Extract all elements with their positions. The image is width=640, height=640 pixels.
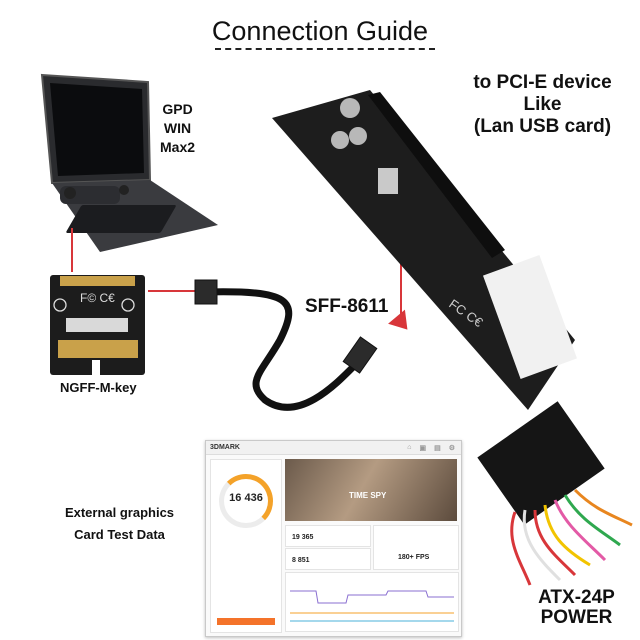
title-underline	[215, 48, 435, 50]
test-data-label: External graphics Card Test Data	[52, 502, 187, 546]
fps-estimate: 180+ FPS	[398, 554, 430, 561]
atx-power-cable-image	[477, 401, 633, 586]
pcie-label-line1: to PCI-E device	[473, 72, 612, 93]
svg-text:F© C€: F© C€	[80, 291, 115, 305]
laptop-label: GPD WIN Max2	[160, 100, 195, 157]
stats-icon: ▤	[434, 444, 441, 452]
laptop-to-adapter-line	[71, 228, 73, 272]
laptop-label-line3: Max2	[160, 139, 196, 155]
laptop-image	[40, 73, 218, 252]
benchmark-titlebar: 3DMARK ⌂ ▣ ▤ ⚙	[206, 441, 461, 455]
cable-label: SFF-8611	[305, 296, 389, 317]
power-label-line2: POWER	[540, 607, 613, 628]
power-label: ATX-24P POWER	[514, 588, 639, 628]
sff-arrow-icon	[388, 309, 408, 330]
benchmark-app-name: 3DMARK	[210, 444, 240, 451]
test-data-label-line2: Card Test Data	[74, 527, 165, 542]
benchmark-nav: ⌂ ▣ ▤ ⚙	[407, 444, 461, 452]
test-icon: ▣	[419, 444, 427, 452]
laptop-label-line1: GPD	[162, 101, 193, 117]
sff8611-cable-image	[194, 279, 378, 411]
score-gauge	[219, 474, 273, 528]
adapter-to-cable-line	[148, 290, 203, 292]
overall-score: 16 436	[229, 492, 263, 504]
pcie-label-line3: (Lan USB card)	[473, 116, 612, 137]
pcie-board-image: FC C€	[272, 90, 578, 410]
adapter-label: NGFF-M-key	[60, 380, 137, 395]
power-label-line1: ATX-24P	[538, 587, 615, 608]
graphics-score: 19 365	[292, 534, 314, 541]
test-data-label-line1: External graphics	[64, 505, 175, 520]
fps-cell: 180+ FPS	[373, 525, 459, 570]
banner-title: TIME SPY	[349, 491, 387, 500]
pcie-label-line2: Like	[523, 94, 562, 115]
settings-icon: ⚙	[448, 444, 455, 452]
ngff-adapter-image: F© C€	[50, 275, 145, 375]
monitoring-graph-lines	[290, 590, 454, 622]
benchmark-screenshot: 3DMARK ⌂ ▣ ▤ ⚙ 16 436 TIME SPY 19 365 8 …	[205, 440, 462, 637]
page-title: Connection Guide	[211, 16, 429, 46]
cpu-score: 8 851	[292, 557, 310, 564]
score-panel: 16 436	[210, 459, 282, 633]
pcie-label: to PCI-E device Like (Lan USB card)	[455, 72, 630, 138]
benchmark-banner: TIME SPY	[285, 459, 457, 521]
compare-button	[217, 618, 275, 625]
home-icon: ⌂	[407, 443, 412, 451]
monitoring-graph	[285, 572, 459, 632]
cpu-score-cell: 8 851	[285, 548, 371, 570]
laptop-label-line2: WIN	[163, 120, 192, 136]
graphics-score-cell: 19 365	[285, 525, 371, 547]
